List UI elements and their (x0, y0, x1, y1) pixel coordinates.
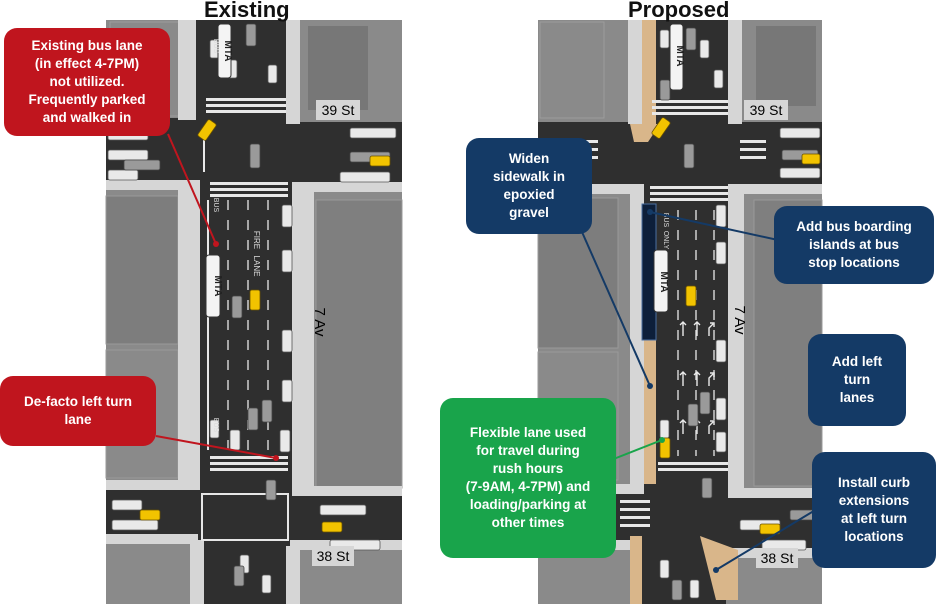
existing-bus (205, 23, 232, 318)
street-label-38: 38 St (761, 550, 794, 566)
bus-label: MTA (674, 46, 685, 67)
sidewalk (728, 188, 744, 490)
sidewalk (106, 534, 198, 544)
callout-curb-extensions: Install curb extensions at left turn loc… (812, 452, 936, 568)
crosswalk (206, 98, 288, 471)
callout-left-turn-lanes: Add left turn lanes (808, 334, 906, 426)
building-roof (756, 26, 816, 106)
lane-marking-lane: LANE (252, 256, 261, 277)
building-roof (308, 26, 368, 110)
callout-bus-boarding-islands: Add bus boarding islands at bus stop loc… (774, 206, 934, 284)
avenue-label: 7 Av (731, 306, 748, 335)
street-label-39: 39 St (322, 102, 355, 118)
street-label-39: 39 St (750, 102, 783, 118)
curb-extension (630, 124, 660, 142)
lane-marking-bus: BUS (212, 198, 219, 213)
building-roof (105, 195, 179, 345)
lane-marking-bus: BUS (212, 418, 219, 433)
street-label-38: 38 St (317, 548, 350, 564)
bus-label: MTA (212, 276, 223, 297)
gravel-widening (642, 20, 656, 124)
proposed-bus (653, 23, 684, 313)
box-junction (201, 493, 289, 541)
sidewalk (728, 184, 822, 194)
sidewalk (178, 184, 200, 484)
lane-marking-bus: BUS (212, 39, 219, 54)
sidewalk (728, 20, 742, 124)
sidewalk (292, 182, 402, 192)
street-label-bg (744, 100, 788, 120)
building-roof (315, 199, 403, 489)
existing-title: Existing (204, 0, 290, 22)
building-block (538, 20, 634, 122)
sidewalk (178, 20, 196, 120)
lane-marking-fire: FIRE (252, 231, 261, 249)
lane-marking-bus: BUS (662, 213, 669, 228)
sidewalk (630, 188, 644, 488)
sidewalk (628, 20, 642, 124)
sidewalk (106, 480, 200, 490)
callout-widen-sidewalk: Widen sidewalk in epoxied gravel (466, 138, 592, 234)
street-label-bg (312, 546, 354, 566)
avenue-label: 7 Av (311, 308, 328, 337)
street-label-bg (756, 548, 798, 568)
sidewalk (292, 186, 314, 490)
callout-defacto-left-turn: De-facto left turn lane (0, 376, 156, 446)
building-outline (539, 21, 605, 119)
sidewalk (286, 20, 300, 124)
turn-arrows (679, 321, 715, 434)
gravel-widening (644, 330, 656, 484)
building-block (106, 540, 194, 604)
existing-map: MTA MTA FIRE LANE BUS BUS BUS 39 St 7 Av… (105, 20, 403, 604)
street-label-bg (316, 100, 360, 120)
callout-existing-bus-lane: Existing bus lane (in effect 4-7PM) not … (4, 28, 170, 136)
bus-label: MTA (658, 272, 669, 293)
sidewalk (106, 180, 200, 190)
bus-label: MTA (222, 41, 233, 62)
leader-lines (155, 133, 823, 573)
sidewalk (728, 488, 822, 498)
proposed-vehicles (651, 27, 821, 601)
existing-vehicles (107, 23, 397, 594)
sidewalk (292, 486, 402, 496)
callout-flexible-lane: Flexible lane used for travel during rus… (440, 398, 616, 558)
sidewalk (190, 540, 204, 604)
gravel-widening (630, 536, 642, 604)
proposed-title: Proposed (628, 0, 730, 22)
lane-marking-only: ONLY (662, 231, 669, 250)
sidewalk (286, 546, 300, 604)
